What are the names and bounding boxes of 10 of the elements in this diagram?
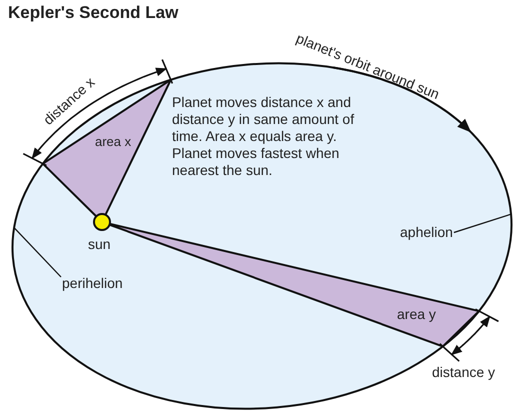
part-label: perihelion (62, 275, 123, 292)
part-label: aphelion (400, 224, 453, 241)
area-label: area x (95, 133, 132, 150)
dimension-label: distance y (432, 364, 496, 381)
description-text: Planet moves distance x and distance y in same amount of time. Area x equals area y. Planet moves fastest when nearest the sun. (172, 94, 356, 179)
area-label: area y (397, 306, 436, 323)
sun-label: sun (88, 236, 111, 253)
leader-line (454, 214, 512, 234)
title: Kepler's Second Law (8, 3, 178, 23)
leader-line (14, 227, 62, 278)
